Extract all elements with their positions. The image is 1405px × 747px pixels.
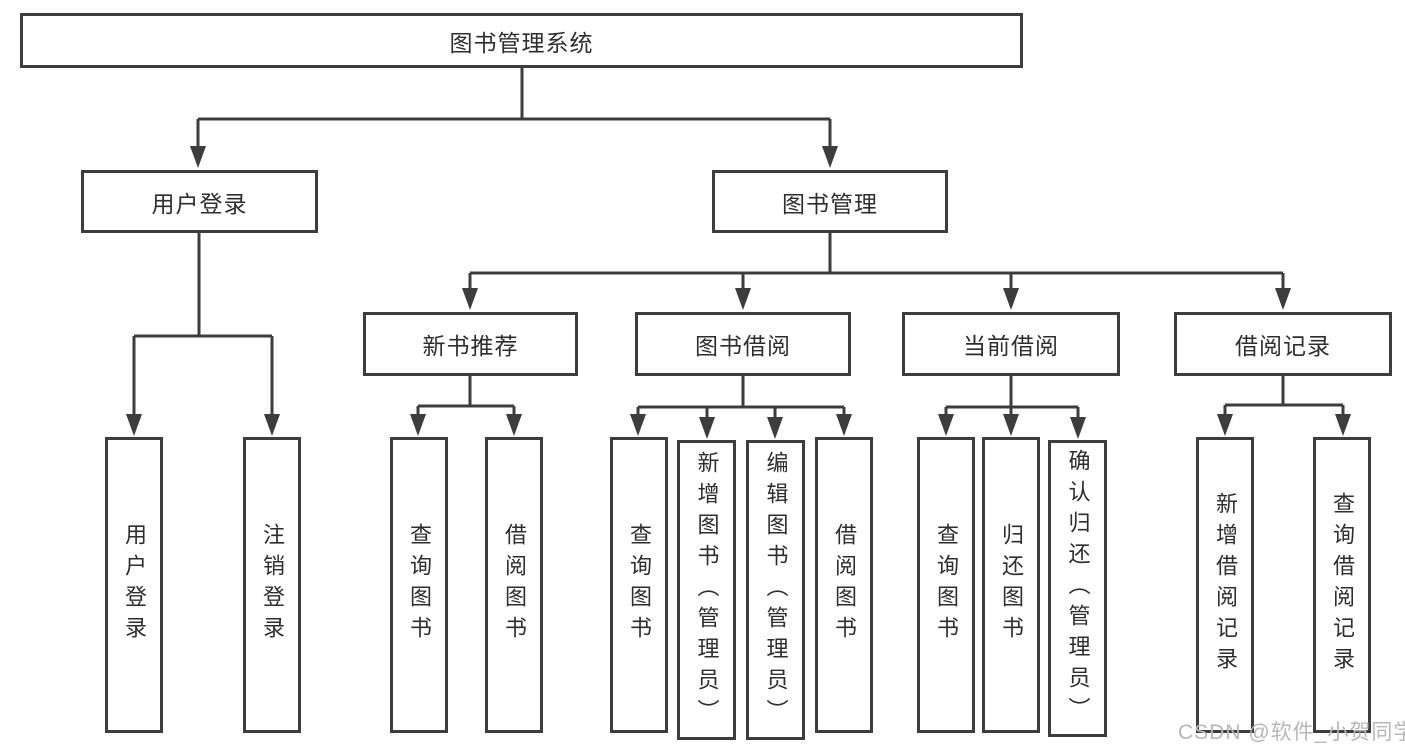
node-user-login-module: 用户登录 (81, 170, 318, 233)
leaf-borrow-books-borrowing-label: 借阅图书 (832, 523, 857, 647)
leaf-query-borrow-record-label: 查询借阅记录 (1330, 492, 1355, 678)
node-new-book-recommend: 新书推荐 (363, 312, 578, 376)
node-current-borrowing-label: 当前借阅 (963, 333, 1059, 359)
leaf-add-book-admin: 新增图书（管理员） (677, 440, 736, 740)
leaf-query-borrow-record: 查询借阅记录 (1313, 437, 1371, 733)
arrowheads (126, 146, 1351, 439)
node-current-borrowing: 当前借阅 (902, 312, 1120, 376)
leaf-borrow-books-recommend-label: 借阅图书 (502, 523, 527, 647)
leaf-user-login: 用户登录 (105, 437, 163, 733)
leaf-query-books-current-label: 查询图书 (934, 523, 959, 647)
leaf-confirm-return-admin-label: 确认归还（管理员） (1065, 449, 1091, 728)
leaf-user-login-label: 用户登录 (122, 523, 147, 647)
leaf-query-books-borrowing: 查询图书 (610, 437, 668, 733)
leaf-query-books-recommend-label: 查询图书 (407, 523, 432, 647)
leaf-return-book-label: 归还图书 (999, 523, 1024, 647)
leaf-edit-book-admin: 编辑图书（管理员） (746, 440, 805, 740)
leaf-add-book-admin-label: 新增图书（管理员） (694, 450, 720, 730)
leaf-edit-book-admin-label: 编辑图书（管理员） (763, 450, 789, 730)
node-book-management-module: 图书管理 (712, 170, 948, 233)
node-book-borrowing-label: 图书借阅 (695, 333, 791, 359)
node-book-management-module-label: 图书管理 (782, 190, 878, 217)
csdn-watermark: CSDN @软件_小贺同学 (1178, 721, 1405, 744)
leaf-borrow-books-recommend: 借阅图书 (485, 437, 543, 733)
node-user-login-module-label: 用户登录 (151, 190, 248, 217)
leaf-return-book: 归还图书 (982, 437, 1040, 733)
leaf-logout-label: 注销登录 (260, 523, 285, 647)
node-root-system: 图书管理系统 (20, 13, 1023, 68)
leaf-logout: 注销登录 (243, 437, 301, 733)
node-book-borrowing: 图书借阅 (635, 312, 851, 376)
leaf-confirm-return-admin: 确认归还（管理员） (1048, 440, 1107, 737)
leaf-add-borrow-record: 新增借阅记录 (1196, 437, 1254, 733)
node-new-book-recommend-label: 新书推荐 (422, 333, 519, 359)
leaf-query-books-current: 查询图书 (917, 437, 975, 733)
leaf-query-books-borrowing-label: 查询图书 (627, 523, 652, 647)
leaf-borrow-books-borrowing: 借阅图书 (815, 437, 873, 733)
node-borrowing-records-label: 借阅记录 (1235, 333, 1331, 359)
node-root-system-label: 图书管理系统 (449, 29, 594, 56)
leaf-query-books-recommend: 查询图书 (390, 437, 448, 733)
node-borrowing-records: 借阅记录 (1174, 312, 1392, 376)
leaf-add-borrow-record-label: 新增借阅记录 (1213, 492, 1238, 678)
